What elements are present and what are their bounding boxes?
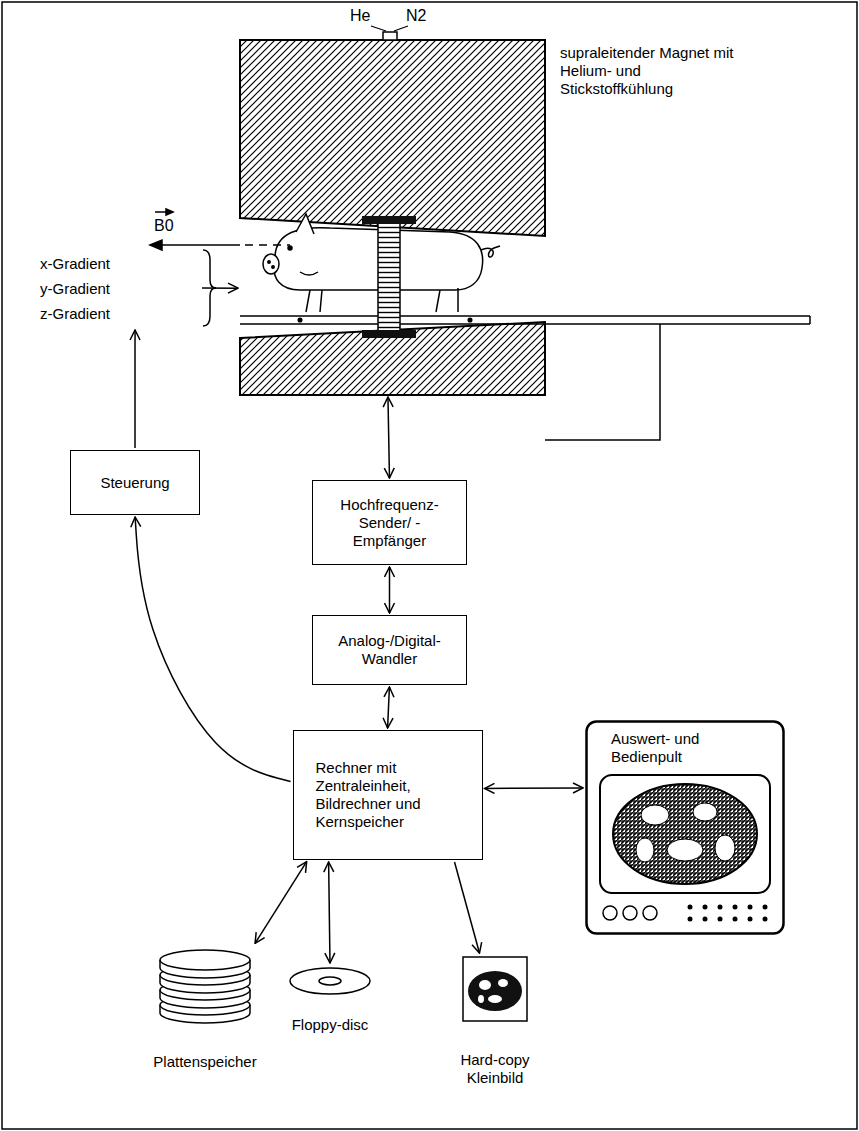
gas-label: He — [350, 7, 370, 25]
connector-arrow — [388, 397, 390, 478]
gradient-label: z-Gradient — [40, 301, 200, 326]
node-label: Hochfrequenz- Sender/ -Empfänger — [332, 496, 447, 550]
connector-arrow — [134, 330, 136, 448]
floppy-disc: Floppy-disc — [270, 965, 390, 1040]
gas-label: N2 — [406, 7, 426, 25]
magnet: supraleitender Magnet mit Helium- und St… — [240, 40, 545, 395]
process-box: Analog-/Digital- Wandler — [312, 615, 467, 685]
node-label: Hard-copy Kleinbild — [447, 1051, 543, 1087]
connector-arrow — [455, 862, 480, 953]
connector-arrow — [388, 687, 390, 728]
node-label: supraleitender Magnet mit Helium- und St… — [560, 44, 738, 98]
connector-arrow — [255, 862, 307, 944]
hard-copy: Hard-copy Kleinbild — [445, 955, 545, 1095]
connector-arrow — [485, 787, 584, 789]
process-box: Rechner mit Zentraleinheit, Bildrechner … — [293, 730, 483, 860]
field-arrow — [150, 209, 290, 250]
connector-arrow — [135, 517, 290, 782]
node-label: Rechner mit Zentraleinheit, Bildrechner … — [316, 759, 456, 831]
gradient-label: y-Gradient — [40, 276, 200, 301]
process-box: Hochfrequenz- Sender/ -Empfänger — [312, 480, 467, 565]
node-label: Plattenspeicher — [153, 1053, 256, 1071]
patient-table — [240, 316, 810, 440]
connector-arrow — [389, 567, 391, 613]
node-label: Analog-/Digital- Wandler — [327, 632, 452, 668]
gradient-label: x-Gradient — [40, 251, 200, 276]
magnet — [240, 26, 545, 395]
gradient-coil — [362, 216, 416, 338]
gradient-group: x-Gradienty-Gradientz-Gradient — [40, 248, 200, 328]
node-label: Auswert- und Bedienpult — [611, 730, 736, 766]
node-label: Steuerung — [100, 474, 169, 492]
node-label: Floppy-disc — [292, 1016, 369, 1034]
process-box: Steuerung — [70, 450, 200, 515]
field-label: B0 — [154, 217, 174, 235]
disk-storage: Plattenspeicher — [135, 945, 275, 1085]
console-monitor: Auswert- und Bedienpult — [585, 720, 785, 935]
connector-arrow — [202, 287, 238, 289]
connector-arrow — [329, 862, 330, 963]
